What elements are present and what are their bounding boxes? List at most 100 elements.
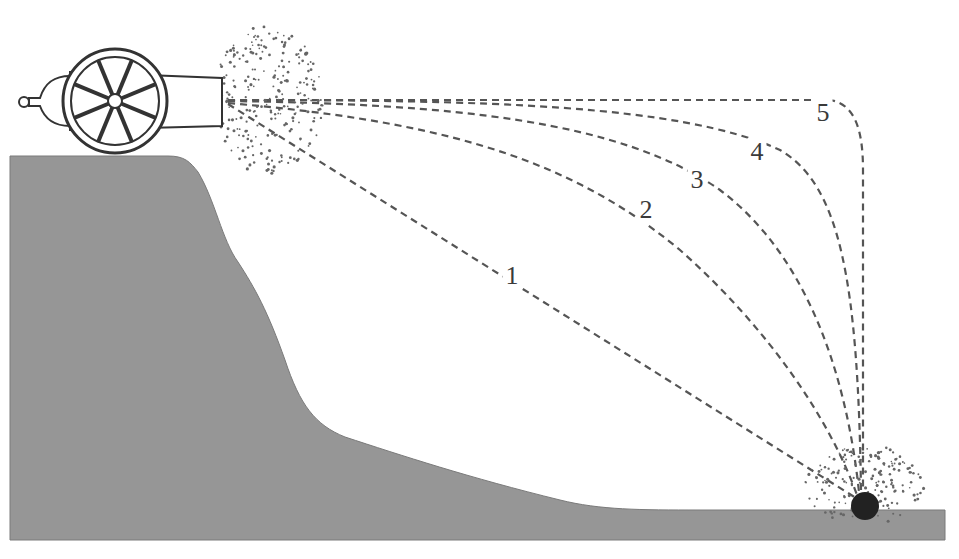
speckle bbox=[913, 493, 916, 496]
speckle bbox=[246, 130, 248, 132]
trajectory-1 bbox=[228, 104, 856, 498]
speckle bbox=[291, 116, 294, 119]
speckle bbox=[253, 86, 255, 88]
speckle bbox=[263, 25, 266, 28]
speckle bbox=[271, 169, 273, 171]
speckle bbox=[866, 448, 868, 450]
speckle bbox=[255, 79, 257, 81]
speckle bbox=[252, 145, 254, 147]
speckle bbox=[823, 491, 826, 494]
speckle bbox=[845, 482, 847, 484]
speckle bbox=[290, 35, 293, 38]
speckle bbox=[296, 105, 298, 107]
speckle bbox=[853, 477, 855, 479]
speckle bbox=[271, 133, 274, 136]
speckle bbox=[831, 516, 834, 519]
speckle bbox=[807, 473, 810, 476]
speckle bbox=[885, 447, 888, 450]
speckle bbox=[828, 499, 830, 501]
speckle bbox=[277, 89, 280, 92]
speckle bbox=[246, 167, 249, 170]
speckle bbox=[260, 105, 263, 108]
speckle bbox=[844, 448, 846, 450]
speckle bbox=[922, 487, 925, 490]
speckle bbox=[246, 60, 249, 63]
speckle bbox=[844, 454, 847, 457]
speckle bbox=[912, 472, 914, 474]
speckle bbox=[881, 490, 884, 493]
speckle bbox=[811, 469, 813, 471]
speckle bbox=[891, 502, 893, 504]
speckle bbox=[319, 108, 322, 111]
wheel-hub bbox=[108, 94, 122, 108]
speckle bbox=[240, 116, 243, 119]
speckle bbox=[303, 94, 305, 96]
speckle bbox=[834, 502, 836, 504]
speckle bbox=[278, 108, 280, 110]
speckle bbox=[898, 462, 901, 465]
speckle bbox=[235, 118, 237, 120]
speckle bbox=[819, 464, 821, 466]
speckle bbox=[805, 482, 807, 484]
speckle bbox=[816, 498, 818, 500]
speckle bbox=[290, 128, 293, 131]
speckle bbox=[827, 467, 829, 469]
speckle bbox=[826, 478, 829, 481]
speckle bbox=[858, 478, 861, 481]
speckle bbox=[894, 490, 897, 493]
speckle bbox=[287, 106, 289, 108]
speckle bbox=[902, 490, 905, 493]
speckle bbox=[824, 480, 826, 482]
speckle bbox=[295, 53, 298, 56]
speckle bbox=[246, 109, 249, 112]
speckle bbox=[876, 484, 879, 487]
speckle bbox=[298, 62, 300, 64]
speckle bbox=[263, 99, 266, 102]
speckle bbox=[250, 140, 253, 143]
speckle bbox=[275, 96, 278, 99]
speckle bbox=[818, 470, 821, 473]
speckle bbox=[890, 483, 892, 485]
speckle bbox=[304, 52, 307, 55]
speckle bbox=[908, 467, 911, 470]
speckle bbox=[226, 50, 229, 53]
speckle bbox=[285, 79, 287, 81]
speckle bbox=[814, 505, 816, 507]
speckle bbox=[817, 481, 819, 483]
speckle bbox=[888, 507, 890, 509]
speckle bbox=[268, 149, 271, 152]
speckle bbox=[876, 484, 879, 487]
speckle bbox=[271, 160, 273, 162]
speckle bbox=[842, 513, 845, 516]
speckle bbox=[220, 63, 222, 65]
speckle bbox=[882, 481, 884, 483]
speckle bbox=[890, 479, 893, 482]
speckle bbox=[281, 41, 284, 44]
speckle bbox=[831, 512, 833, 514]
speckle bbox=[297, 92, 300, 95]
speckle bbox=[917, 473, 919, 475]
speckle bbox=[880, 490, 882, 492]
speckle bbox=[815, 476, 817, 478]
speckle bbox=[257, 44, 260, 47]
speckle bbox=[312, 120, 315, 123]
speckle bbox=[232, 79, 234, 81]
speckle bbox=[247, 138, 249, 140]
speckle bbox=[255, 115, 258, 118]
speckle bbox=[238, 134, 240, 136]
speckle bbox=[845, 458, 847, 460]
speckle bbox=[282, 66, 285, 69]
speckle bbox=[313, 88, 316, 91]
speckle bbox=[247, 138, 249, 140]
speckle bbox=[239, 128, 241, 130]
speckle bbox=[862, 452, 864, 454]
speckle bbox=[287, 162, 289, 164]
speckle bbox=[320, 99, 322, 101]
speckle bbox=[273, 165, 276, 168]
speckle bbox=[237, 128, 239, 130]
speckle bbox=[236, 51, 238, 53]
speckle bbox=[229, 61, 232, 64]
speckle bbox=[875, 482, 877, 484]
speckle bbox=[247, 146, 250, 149]
speckle bbox=[857, 455, 860, 458]
